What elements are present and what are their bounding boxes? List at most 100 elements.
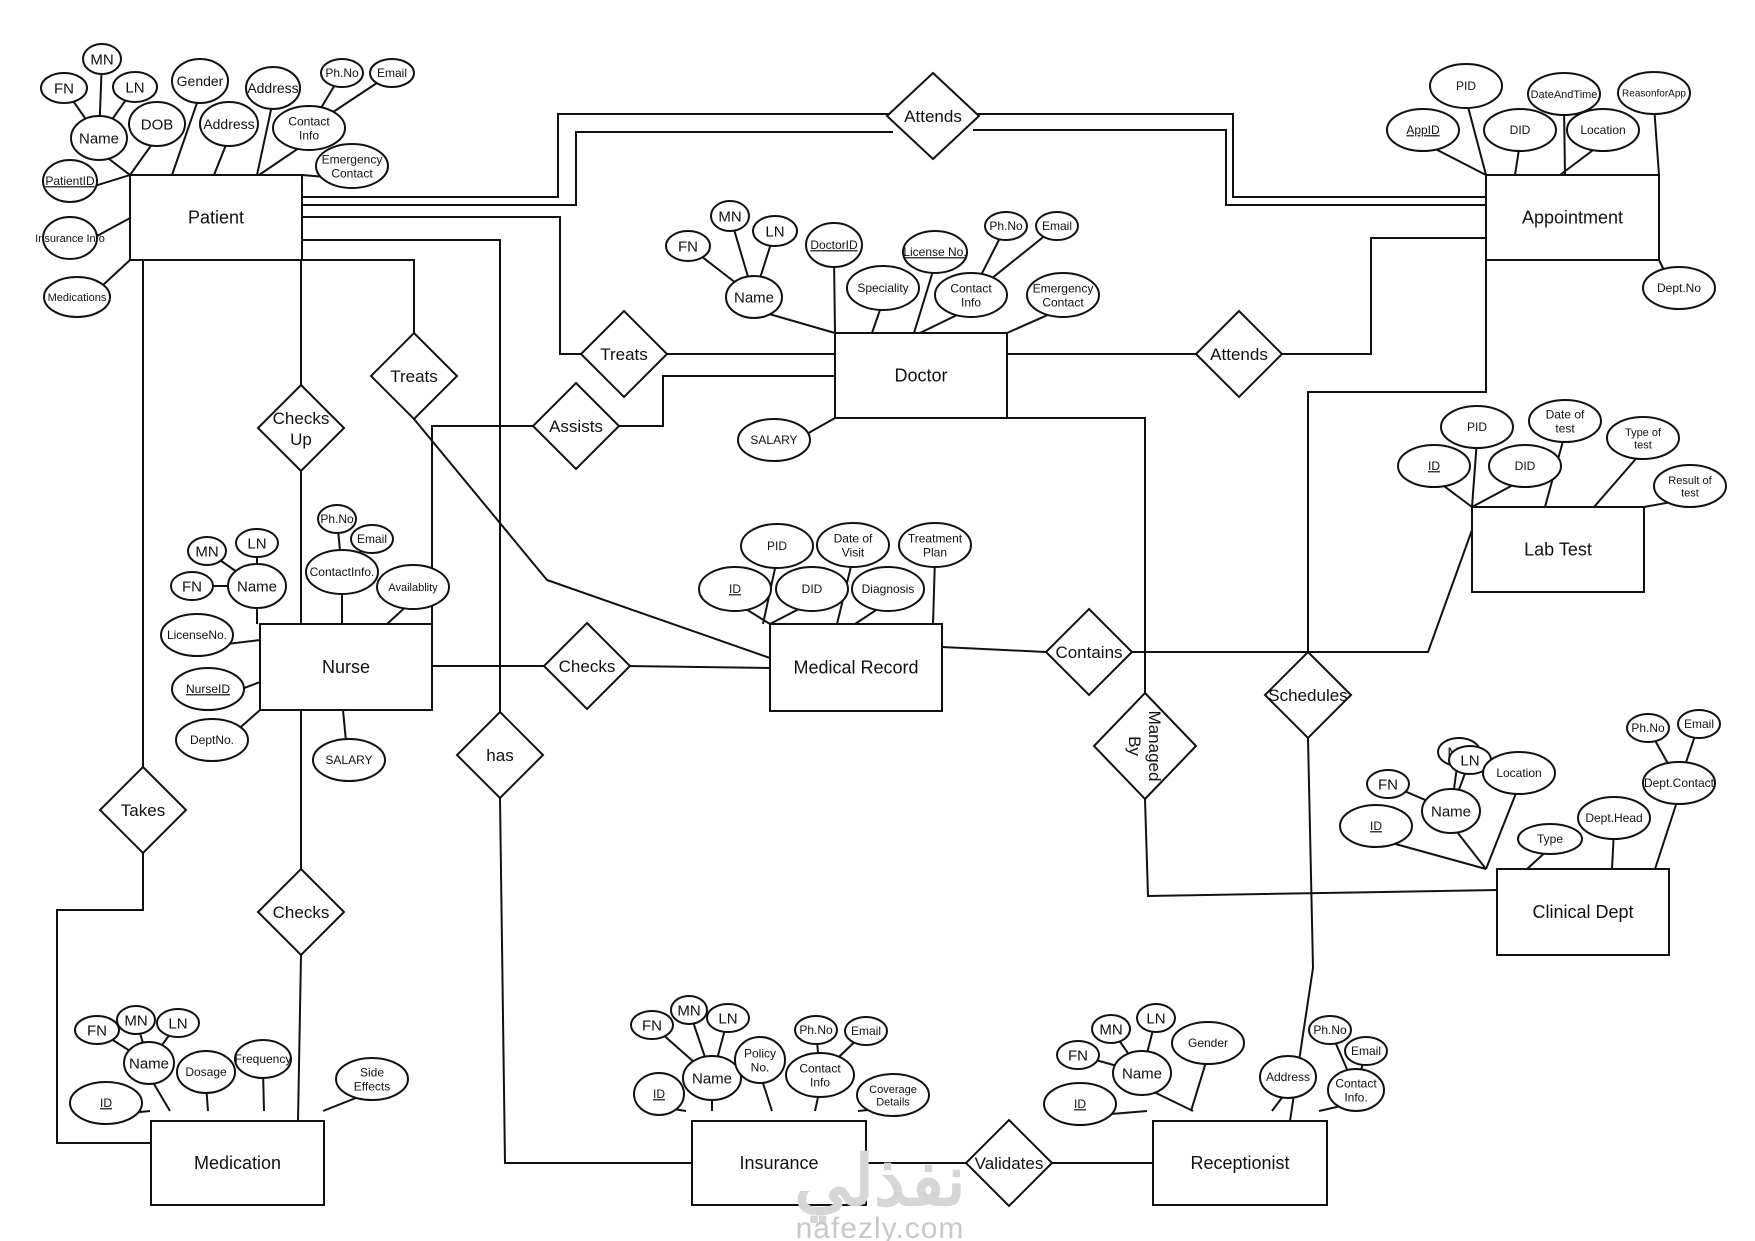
attribute-label: Details — [876, 1096, 910, 1108]
attribute-label: Visit — [842, 545, 865, 559]
attribute-ellipse — [698, 566, 772, 612]
attribute-ellipse — [682, 1055, 742, 1101]
attribute-label: Dept.Contact — [1644, 776, 1715, 790]
attribute-ellipse — [1366, 769, 1410, 799]
relationship-connector — [1132, 529, 1473, 653]
entity-label: Lab Test — [1524, 540, 1592, 560]
attribute-patient-13: Insurance Info — [35, 216, 105, 260]
attribute-insurance-2: LN — [706, 1003, 750, 1033]
relationship-connector — [302, 259, 415, 333]
attribute-label: PatientID — [45, 174, 95, 188]
entity-insurance: Insurance — [691, 1120, 867, 1206]
attribute-label: FN — [1378, 776, 1398, 793]
entity-doctor: Doctor — [834, 332, 1008, 419]
relationship-label: ManagedBy — [1125, 711, 1164, 782]
entity-box — [129, 174, 303, 261]
attribute-ellipse — [123, 1041, 175, 1085]
attribute-label: Address — [247, 80, 298, 96]
attribute-label: Name — [79, 130, 119, 147]
attribute-ellipse — [171, 58, 229, 104]
attribute-ellipse — [1677, 709, 1721, 739]
attribute-label: Effects — [354, 1079, 390, 1093]
attribute-appointment-5: Location — [1566, 108, 1640, 152]
attribute-ellipse — [176, 1050, 236, 1094]
relationship-label: Treats — [600, 345, 648, 364]
attribute-patient-12: PatientID — [42, 159, 98, 203]
attribute-label: Plan — [923, 545, 947, 559]
attribute-label: Contact — [799, 1062, 841, 1076]
attribute-ellipse — [1308, 1015, 1352, 1045]
attribute-clinical-9: Type — [1517, 823, 1583, 855]
attribute-ellipse — [710, 200, 750, 232]
attribute-ellipse — [1606, 416, 1680, 460]
relationship-diamond — [1263, 650, 1353, 740]
attribute-doctor-2: LN — [752, 215, 798, 247]
relationship-attends_top: Attends — [885, 71, 981, 161]
entity-box — [691, 1120, 867, 1206]
attribute-label: ID — [653, 1087, 665, 1101]
entity-receptionist: Receptionist — [1152, 1120, 1328, 1206]
attribute-insurance-1: MN — [670, 995, 708, 1025]
attribute-connector — [932, 558, 936, 625]
attribute-connector — [1471, 439, 1478, 508]
attribute-label: DeptNo. — [190, 733, 234, 747]
attribute-receptionist-9: ID — [1043, 1082, 1117, 1126]
attribute-labtest-0: PID — [1440, 405, 1514, 449]
attribute-ellipse — [725, 275, 783, 319]
attribute-connector — [1465, 98, 1487, 176]
attribute-label: Medications — [48, 292, 107, 304]
attribute-nurse-4: Ph.No — [317, 504, 357, 534]
attribute-label: DoctorID — [810, 238, 858, 252]
attribute-connector — [1563, 106, 1566, 176]
attribute-receptionist-0: MN — [1091, 1014, 1131, 1044]
attribute-ellipse — [633, 1072, 685, 1116]
entity-label: Insurance — [739, 1153, 818, 1173]
relationship-managedby: ManagedBy — [1092, 691, 1198, 801]
attribute-ellipse — [112, 71, 158, 103]
relationship-connector — [302, 239, 501, 712]
attribute-ellipse — [70, 115, 128, 161]
attribute-ellipse — [1171, 1021, 1245, 1065]
attribute-label: Side — [360, 1066, 384, 1080]
attribute-label: ID — [729, 582, 741, 596]
relationship-diamond — [98, 765, 188, 855]
attribute-label: Frequency — [235, 1052, 292, 1066]
relationship-treats_doc: Treats — [579, 309, 669, 399]
attribute-ellipse — [805, 222, 863, 268]
attribute-label: NurseID — [186, 682, 230, 696]
attribute-label: ID — [1370, 819, 1382, 833]
attribute-label: AppID — [1406, 123, 1440, 137]
entity-box — [1485, 174, 1660, 261]
attribute-connector — [833, 258, 836, 334]
relationship-connector — [973, 129, 1486, 206]
attribute-label: FN — [642, 1017, 662, 1034]
attribute-clinical-10: Dept.Head — [1577, 796, 1651, 840]
attribute-label: License No. — [903, 245, 966, 259]
attribute-patient-5: Gender — [171, 58, 229, 104]
attribute-ellipse — [1440, 405, 1514, 449]
attribute-label: FN — [54, 80, 74, 97]
attribute-ellipse — [305, 549, 379, 595]
attribute-ellipse — [737, 418, 811, 462]
attribute-nurse-2: FN — [170, 571, 214, 601]
attribute-nurse-6: ContactInfo. — [305, 549, 379, 595]
attribute-label: Contact — [331, 166, 373, 180]
attribute-label: Emergency — [1033, 282, 1094, 296]
attribute-clinical-8: ID — [1339, 804, 1413, 848]
relationship-connector — [941, 646, 1047, 653]
watermark-arabic: نفذلي — [794, 1142, 965, 1224]
relationship-label: Attends — [1210, 345, 1268, 364]
attribute-label: LN — [1460, 752, 1479, 769]
attribute-nurse-1: LN — [235, 528, 279, 558]
attribute-ellipse — [171, 667, 245, 711]
attribute-label: Availablity — [388, 582, 438, 594]
attribute-ellipse — [1482, 751, 1556, 795]
attribute-label: Ph.No — [989, 219, 1023, 233]
relationship-label: has — [486, 746, 513, 765]
relationship-label: Checks — [559, 657, 616, 676]
attribute-insurance-3: Name — [682, 1055, 742, 1101]
attribute-ellipse — [898, 522, 972, 568]
attribute-patient-9: Email — [369, 58, 415, 88]
